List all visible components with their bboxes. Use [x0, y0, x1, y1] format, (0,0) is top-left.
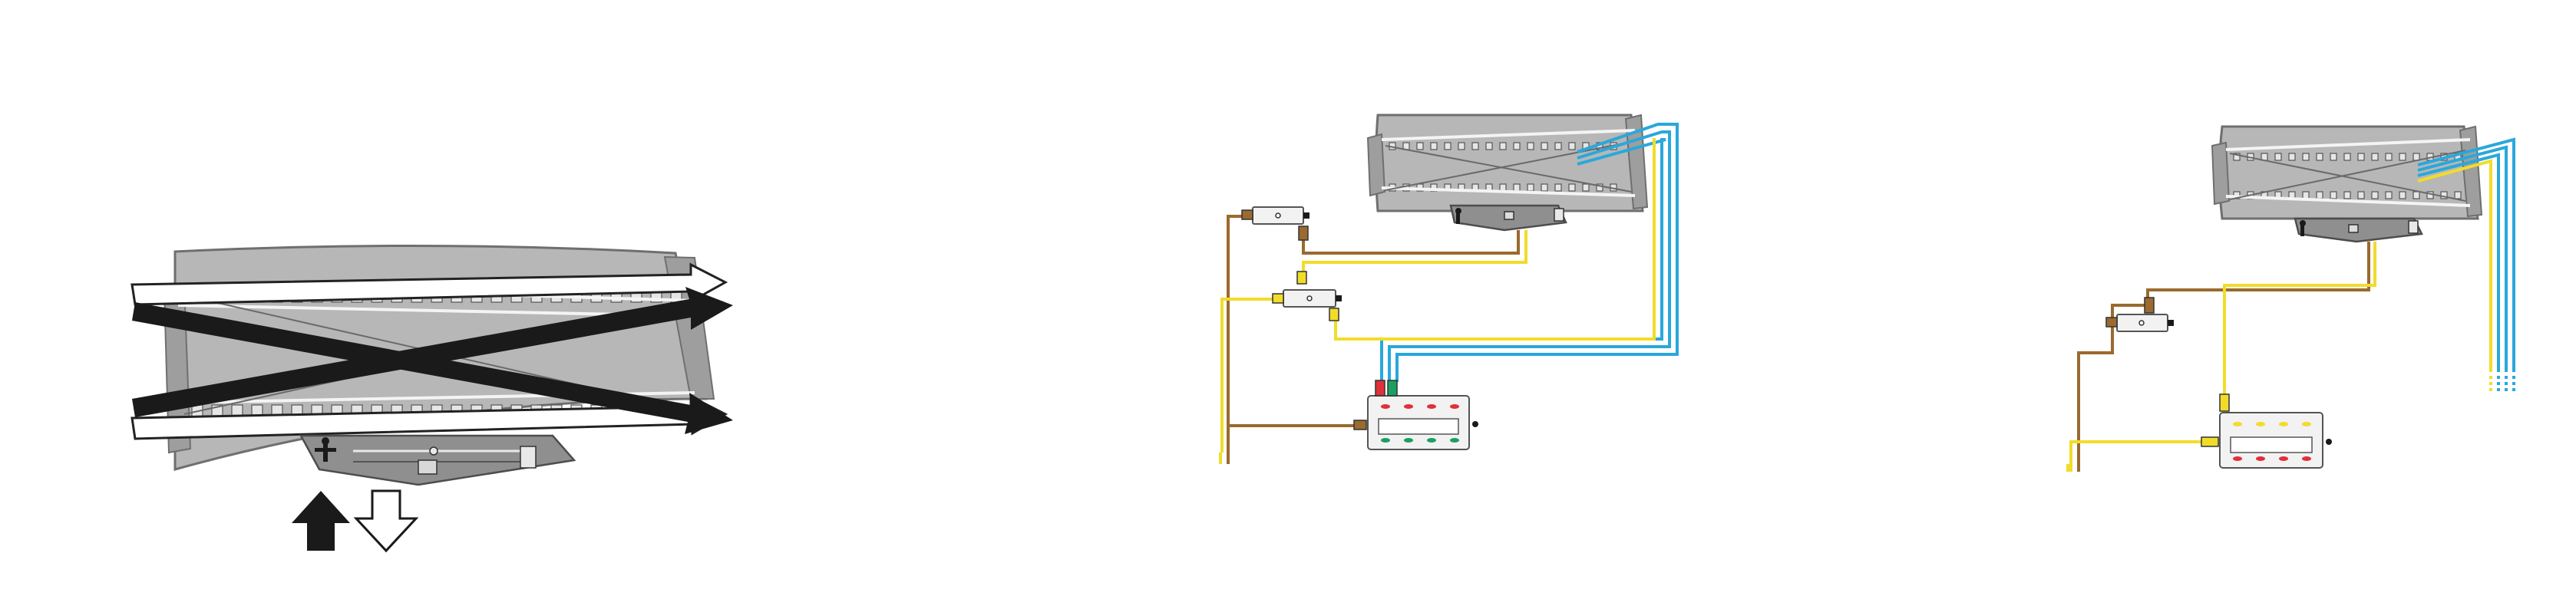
track-sleeper — [2386, 153, 2392, 160]
connector-icon — [1273, 272, 1342, 321]
track-sleeper — [2317, 153, 2323, 160]
track-sleeper — [2413, 192, 2419, 199]
track-sleeper — [1514, 184, 1520, 191]
track-sleeper — [2413, 153, 2419, 160]
track-sleeper — [2344, 192, 2350, 199]
track-sleeper — [1445, 143, 1451, 150]
wiring-with-control-box-alt-panel — [2068, 127, 2514, 472]
track-sleeper — [2358, 192, 2364, 199]
track-sleeper — [1417, 143, 1423, 150]
wire-stubs — [1220, 453, 1228, 464]
track-sleeper — [1541, 184, 1547, 191]
track-sleeper — [1569, 143, 1575, 150]
arrow-down-outline-icon — [356, 491, 416, 551]
point-motor-housing — [1451, 206, 1566, 230]
track-sleeper — [2399, 153, 2406, 160]
track-sleeper — [1500, 143, 1506, 150]
double-slip-switch-routes-panel — [132, 245, 733, 551]
track-sleeper — [1458, 143, 1465, 150]
wiring-with-control-box-panel — [1220, 115, 1677, 464]
track-sleeper — [1541, 143, 1547, 150]
track-sleeper — [1527, 184, 1534, 191]
track-sleeper — [1500, 184, 1506, 191]
track-sleeper — [2372, 192, 2378, 199]
track-sleeper — [2303, 153, 2309, 160]
track-sleeper — [2372, 153, 2378, 160]
track-sleeper — [1514, 143, 1520, 150]
track-sleeper — [2330, 153, 2337, 160]
arrow-up-filled-icon — [292, 491, 350, 551]
connector-icon — [1242, 207, 1309, 240]
track-sleeper — [1431, 143, 1437, 150]
control-box-icon — [1354, 380, 1478, 449]
wire-stubs — [2491, 376, 2514, 391]
connector-icon — [2106, 298, 2174, 331]
track-sleeper — [2289, 153, 2295, 160]
track-sleeper — [2344, 153, 2350, 160]
track-sleeper — [1486, 143, 1492, 150]
point-motor-housing — [2295, 219, 2422, 242]
track-sleeper — [1569, 184, 1575, 191]
track-sleeper — [1583, 184, 1589, 191]
track-sleeper — [2303, 192, 2309, 199]
track-sleeper — [1527, 143, 1534, 150]
track-sleeper — [1472, 143, 1478, 150]
track-sleeper — [2399, 192, 2406, 199]
track-sleeper — [1555, 184, 1561, 191]
track-sleeper — [2317, 192, 2323, 199]
double-slip-switch-icon — [1368, 115, 1647, 211]
track-sleeper — [2386, 192, 2392, 199]
double-slip-switch-icon — [2212, 127, 2482, 219]
point-motor-housing — [301, 436, 574, 485]
track-sleeper — [2455, 192, 2461, 199]
track-sleeper — [2358, 153, 2364, 160]
control-box-icon — [2201, 394, 2332, 468]
track-sleeper — [1555, 143, 1561, 150]
track-sleeper — [2330, 192, 2337, 199]
track-sleeper — [2275, 153, 2281, 160]
